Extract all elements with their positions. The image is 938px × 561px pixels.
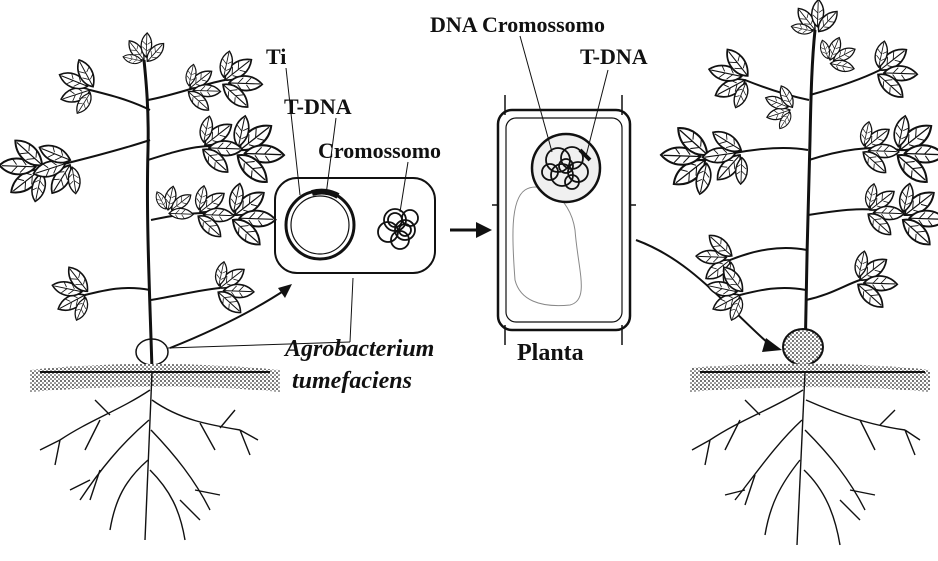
label-cromossomo-bacteria: Cromossomo	[318, 138, 441, 163]
crown-gall-tumor	[783, 329, 823, 365]
bacterial-chromosome	[378, 209, 418, 249]
agrobacterium-cell	[275, 178, 435, 273]
label-t-dna-plant: T-DNA	[580, 44, 648, 69]
label-dna-cromossomo: DNA Cromossomo	[430, 12, 605, 37]
left-tomato-plant	[0, 32, 285, 540]
label-tumefaciens: tumefaciens	[292, 368, 412, 394]
label-planta: Planta	[517, 340, 584, 366]
label-ti: Ti	[266, 44, 286, 69]
right-tomato-plant	[660, 0, 938, 545]
ti-plasmid	[286, 191, 354, 259]
t-dna-segment	[312, 192, 338, 196]
label-t-dna-plasmid: T-DNA	[284, 94, 352, 119]
label-agrobacterium: Agrobacterium	[283, 336, 434, 362]
plant-cell	[492, 95, 636, 345]
